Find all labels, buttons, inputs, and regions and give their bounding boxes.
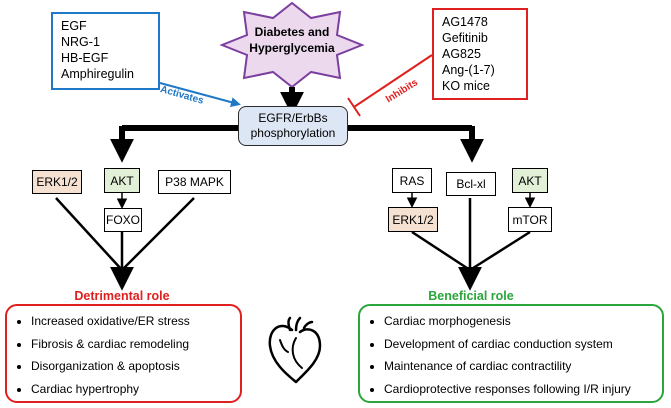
- inhibitor-item: AG1478: [442, 15, 488, 29]
- beneficial-list: Cardiac morphogenesis Development of car…: [364, 313, 654, 397]
- beneficial-title: Beneficial role: [428, 289, 514, 303]
- inhibits-line: [353, 54, 433, 108]
- akt-node-left: AKT: [104, 168, 140, 193]
- bclxl-node: Bcl-xl: [446, 172, 496, 196]
- inhibitor-item: AG825: [442, 47, 481, 61]
- p38-to-detrimental: [121, 197, 195, 271]
- inhibitors-box: AG1478 Gefitinib AG825 Ang-(1-7) KO mice: [432, 8, 528, 100]
- diabetes-label-line1: Diabetes and: [254, 25, 330, 39]
- activator-item: Amphiregulin: [61, 67, 134, 81]
- diabetes-label: Diabetes and Hyperglycemia: [242, 24, 342, 56]
- inhibitor-item: Ang-(1-7): [442, 63, 495, 77]
- egfr-receptor-box: EGFR/ErbBs phosphorylation: [238, 106, 348, 146]
- inhibitor-item: Gefitinib: [442, 31, 488, 45]
- activates-arrow: [159, 82, 241, 108]
- ras-node: RAS: [392, 168, 432, 193]
- diabetes-label-line2: Hyperglycemia: [249, 41, 335, 55]
- detrimental-item: Cardiac hypertrophy: [31, 381, 232, 397]
- activator-item: HB-EGF: [61, 51, 109, 65]
- erk-node-left: ERK1/2: [32, 170, 82, 194]
- beneficial-item: Maintenance of cardiac contractility: [384, 358, 654, 374]
- erk-node-right: ERK1/2: [388, 207, 438, 232]
- activator-item: EGF: [61, 19, 87, 33]
- beneficial-box: Cardiac morphogenesis Development of car…: [358, 304, 664, 403]
- foxo-node: FOXO: [104, 208, 142, 232]
- inhibitor-item: KO mice: [442, 79, 490, 93]
- detrimental-item: Disorganization & apoptosis: [31, 358, 232, 374]
- receptor-line2: phosphorylation: [250, 126, 336, 140]
- detrimental-item: Increased oxidative/ER stress: [31, 313, 232, 329]
- p38-node: P38 MAPK: [158, 170, 231, 194]
- receptor-line1: EGFR/ErbBs: [258, 111, 328, 125]
- activator-item: NRG-1: [61, 35, 100, 49]
- detrimental-title: Detrimental role: [74, 289, 170, 303]
- detrimental-list: Increased oxidative/ER stress Fibrosis &…: [11, 313, 232, 397]
- erk-to-detrimental: [55, 197, 123, 271]
- beneficial-item: Cardiac morphogenesis: [384, 313, 654, 329]
- akt-node-right: AKT: [512, 168, 548, 193]
- inhibits-bar: [347, 97, 361, 117]
- activators-box: EGF NRG-1 HB-EGF Amphiregulin: [51, 12, 160, 90]
- mtor-to-beneficial: [469, 230, 531, 272]
- heart-icon: [268, 316, 322, 384]
- mtor-node: mTOR: [508, 207, 552, 232]
- erk-to-beneficial: [411, 230, 471, 272]
- beneficial-item: Cardioprotective responses following I/R…: [384, 381, 654, 397]
- beneficial-item: Development of cardiac conduction system: [384, 336, 654, 352]
- detrimental-item: Fibrosis & cardiac remodeling: [31, 336, 232, 352]
- detrimental-box: Increased oxidative/ER stress Fibrosis &…: [5, 304, 242, 403]
